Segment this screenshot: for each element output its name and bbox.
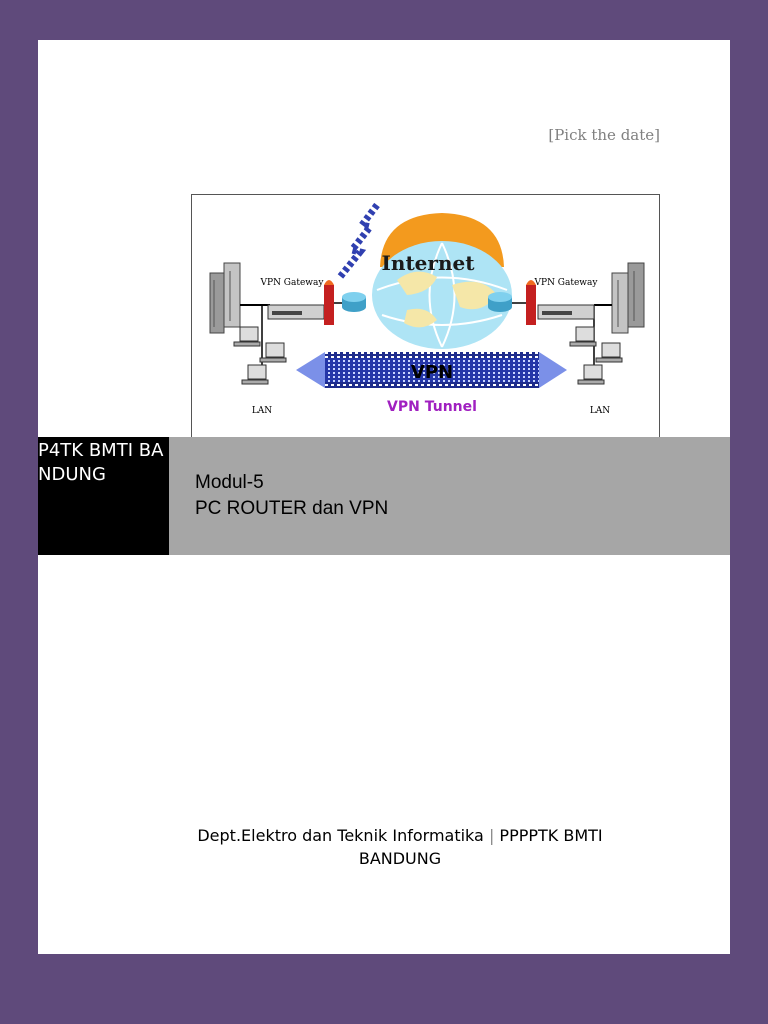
lan-right-label: LAN xyxy=(590,406,610,416)
gateway-left-label: VPN Gateway xyxy=(260,278,325,288)
document-page: [Pick the date] xyxy=(38,40,730,954)
footer-line-1: Dept.Elektro dan Teknik Informatika | PP… xyxy=(138,824,662,847)
wireless-link-icon xyxy=(337,202,380,280)
router-left-icon xyxy=(342,292,366,312)
vpn-tunnel-label: VPN Tunnel xyxy=(387,399,477,415)
pc-left-icons xyxy=(233,326,287,385)
vpn-label: VPN xyxy=(411,362,453,383)
vpn-gateway-right-icon xyxy=(537,304,595,320)
title-block: Modul-5 PC ROUTER dan VPN xyxy=(195,470,388,522)
institution-text: PPPPTK BMTI xyxy=(499,826,603,845)
gateway-right-label: VPN Gateway xyxy=(534,278,599,288)
firewall-left-icon xyxy=(324,285,334,325)
city-text: BANDUNG xyxy=(358,849,442,868)
footer-separator: | xyxy=(488,826,495,845)
server-right-icon xyxy=(611,262,645,334)
vpn-diagram-image: Internet VPN VPN Tunnel VPN xyxy=(191,194,660,450)
lan-left-label: LAN xyxy=(252,406,272,416)
date-placeholder[interactable]: [Pick the date] xyxy=(548,126,660,144)
internet-label: Internet xyxy=(382,251,476,275)
department-text: Dept.Elektro dan Teknik Informatika xyxy=(197,826,484,845)
module-title: Modul-5 xyxy=(195,472,264,493)
vpn-gateway-left-icon xyxy=(267,304,325,320)
vpn-diagram: Internet VPN VPN Tunnel VPN xyxy=(209,202,645,416)
footer: Dept.Elektro dan Teknik Informatika | PP… xyxy=(138,824,662,870)
server-left-icon xyxy=(209,262,241,334)
organization-block: P4TK BMTI BANDUNG xyxy=(38,437,169,555)
firewall-right-icon xyxy=(526,285,536,325)
router-right-icon xyxy=(488,292,512,312)
pc-right-icons xyxy=(569,326,623,385)
module-subtitle: PC ROUTER dan VPN xyxy=(195,498,389,519)
